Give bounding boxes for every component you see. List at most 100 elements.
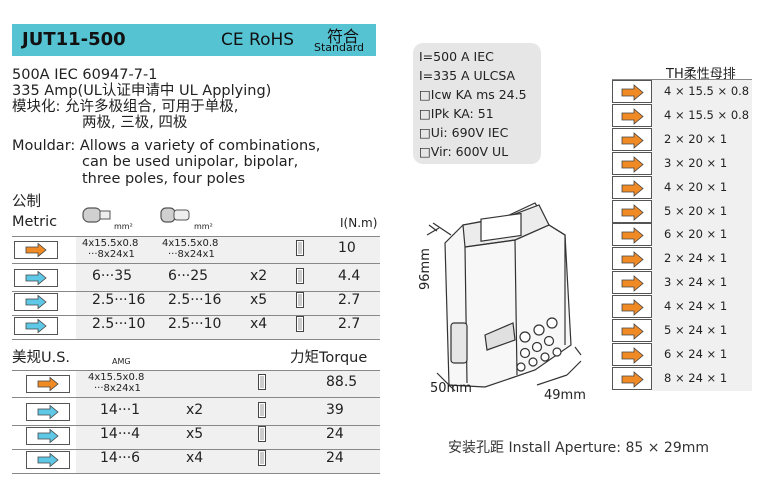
arrow-icon <box>26 403 70 421</box>
th-row: 2 × 20 × 1 <box>612 127 752 151</box>
clamp-icon <box>258 426 266 442</box>
us-mult: x4 <box>186 450 204 466</box>
th-title: TH柔性母排 <box>666 67 736 82</box>
us-cell: 14···1 <box>100 402 141 418</box>
th-row: 3 × 20 × 1 <box>612 151 752 175</box>
clamp-icon <box>258 402 266 418</box>
metric-cell: ···8x24x1 <box>88 249 135 260</box>
clamp-icon <box>296 292 304 308</box>
arrow-icon <box>14 317 58 335</box>
arrow-icon <box>26 451 70 469</box>
th-row: 8 × 24 × 1 <box>612 366 752 390</box>
th-row: 6 × 24 × 1 <box>612 342 752 366</box>
th-row: 6 × 20 × 1 <box>612 223 752 247</box>
clamp-icon <box>296 268 304 284</box>
metric-cell: ···8x24x1 <box>168 249 215 260</box>
us-torque: 24 <box>326 450 344 466</box>
th-row-label: 4 × 15.5 × 0.8 <box>664 107 750 122</box>
th-row-label: 3 × 24 × 1 <box>664 275 728 290</box>
desc-line-6: can be used unipolar, bipolar, <box>82 154 299 170</box>
metric-torque: 10 <box>338 240 356 256</box>
desc-line-7: three poles, four poles <box>82 171 246 187</box>
th-top-rule <box>612 79 752 80</box>
th-row-label: 3 × 20 × 1 <box>664 155 728 170</box>
th-row-label: 2 × 24 × 1 <box>664 251 728 266</box>
metric-torque: 2.7 <box>338 292 361 308</box>
spec-line-3: □Icw KA ms 24.5 <box>419 87 527 102</box>
arrow-icon <box>14 293 58 311</box>
clamp-icon <box>296 240 304 256</box>
us-mult: x5 <box>186 426 204 442</box>
arrow-icon <box>621 370 644 388</box>
arrow-icon <box>621 323 644 340</box>
metric-torque: 4.4 <box>338 268 361 284</box>
metric-mult: x5 <box>250 292 268 308</box>
metric-cell: 2.5···10 <box>168 316 222 332</box>
arrow-icon <box>621 203 644 221</box>
model-title: JUT11-500 <box>22 29 126 50</box>
spec-line-1: I=500 A IEC <box>419 49 494 64</box>
th-row-label: 2 × 20 × 1 <box>664 131 728 146</box>
th-row-label: 8 × 24 × 1 <box>664 370 728 385</box>
th-row: 5 × 24 × 1 <box>612 319 752 342</box>
th-row-label: 5 × 24 × 1 <box>664 323 728 337</box>
arrow-icon <box>621 347 644 364</box>
us-torque-label: 力矩Torque <box>290 350 368 366</box>
metric-cell: 2.5···16 <box>168 292 222 308</box>
th-shade <box>652 80 752 391</box>
arrow-icon <box>621 84 644 101</box>
us-torque: 39 <box>326 402 344 418</box>
desc-line-2: 335 Amp(UL认证申请中 UL Applying) <box>12 83 272 99</box>
metric-label-en: Metric <box>12 214 58 230</box>
th-row-label: 4 × 20 × 1 <box>664 179 728 194</box>
th-row: 4 × 24 × 1 <box>612 295 752 319</box>
compliance-standard: Standard <box>314 41 365 54</box>
metric-cell: 4x15.5x0.8 <box>82 238 139 249</box>
arrow-icon <box>621 179 644 197</box>
spec-line-6: □Vir: 600V UL <box>419 144 509 159</box>
dim-depth: 49mm <box>544 388 586 403</box>
th-row: 5 × 20 × 1 <box>612 199 752 223</box>
us-cell: 14···6 <box>100 450 141 466</box>
th-row-label: 6 × 20 × 1 <box>664 227 728 242</box>
us-cell: 4x15.5x0.8 <box>88 372 145 383</box>
dim-height: 96mm <box>418 248 433 290</box>
metric-cell: 4x15.5x0.8 <box>162 238 219 249</box>
metric-cell: 6···35 <box>92 268 133 284</box>
wire-icon <box>82 207 111 223</box>
metric-cell: 6···25 <box>168 268 209 284</box>
terminal-block-drawing <box>426 202 582 392</box>
clamp-icon <box>258 450 266 466</box>
arrow-icon <box>621 227 644 245</box>
desc-line-5: Mouldar: Allows a variety of combination… <box>12 138 321 154</box>
th-row: 4 × 15.5 × 0.8 <box>612 103 752 127</box>
arrow-icon <box>26 427 70 445</box>
arrow-icon <box>621 108 644 125</box>
arrow-icon <box>14 269 58 287</box>
desc-line-4: 两极, 三极, 四极 <box>82 115 188 131</box>
arrow-icon <box>26 375 70 393</box>
clamp-icon <box>258 374 266 390</box>
install-aperture: 安装孔距 Install Aperture: 85 × 29mm <box>448 440 710 456</box>
arrow-icon <box>621 131 644 149</box>
us-cell: 14···4 <box>100 426 141 442</box>
th-row: 2 × 24 × 1 <box>612 247 752 271</box>
spec-line-4: □IPk KA: 51 <box>419 106 494 121</box>
spec-line-5: □Ui: 690V IEC <box>419 125 509 140</box>
desc-line-1: 500A IEC 60947-7-1 <box>12 67 158 83</box>
us-torque: 24 <box>326 426 344 442</box>
unit-mm2-2: mm² <box>194 222 213 231</box>
metric-cell: 2.5···10 <box>92 316 146 332</box>
th-row: 4 × 20 × 1 <box>612 175 752 199</box>
us-mult: x2 <box>186 402 204 418</box>
spec-box: I=500 A IEC I=335 A ULCSA □Icw KA ms 24.… <box>413 43 541 164</box>
us-cell: ···8x24x1 <box>94 383 141 394</box>
dim-width: 50mm <box>430 381 472 396</box>
metric-label-cn: 公制 <box>12 194 41 210</box>
us-torque: 88.5 <box>326 374 358 390</box>
th-row-label: 4 × 15.5 × 0.8 <box>664 84 750 98</box>
clamp-icon <box>296 316 304 332</box>
arrow-icon <box>621 155 644 173</box>
cert-text: CE RoHS <box>221 30 295 50</box>
amg-label: AMG <box>112 357 131 366</box>
